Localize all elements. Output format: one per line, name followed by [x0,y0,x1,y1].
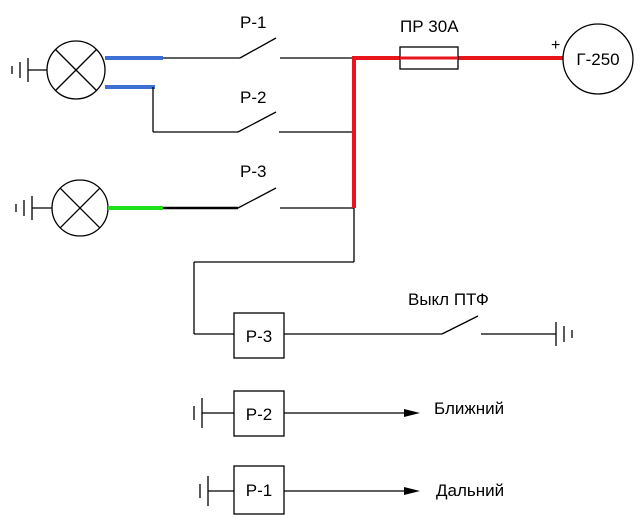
generator-label: Г-250 [576,50,619,69]
ground-icon [11,58,47,82]
coil-feed-wire [193,208,355,335]
relay-2-switch: Р-2 [152,87,354,133]
power-bus [352,56,563,208]
relay-coil-2: Р-2 [233,390,285,437]
ground-icon [15,196,52,220]
lamp-2 [51,179,109,237]
relay-1-switch: Р-1 [163,13,354,59]
arrow-right-icon [404,487,420,495]
lamp-1 [46,40,106,100]
relay-coil-1: Р-1 [233,465,285,515]
arrow-right-icon [404,409,420,417]
generator-plus: + [551,37,560,54]
relay-coil-3: Р-3 [233,312,285,359]
relay-1-label: Р-1 [240,13,266,32]
low-beam-label: Ближний [434,399,504,418]
ground-icon [199,476,234,506]
relay-coil-3-label: Р-3 [246,327,272,346]
relay-coil-1-label: Р-1 [246,481,272,500]
ptf-switch: Выкл ПТФ [284,290,556,335]
high-beam-label: Дальний [436,481,504,500]
relay-coil-2-label: Р-2 [246,405,272,424]
relay-3-switch: Р-3 [163,162,354,210]
relay-2-label: Р-2 [240,88,266,107]
low-beam-output: Ближний [284,399,504,418]
ptf-switch-label: Выкл ПТФ [408,290,489,309]
relay-3-label: Р-3 [240,162,266,181]
fuse: ПР 30А [399,17,459,70]
ground-icon [193,398,234,428]
ground-icon [555,322,573,346]
high-beam-output: Дальний [284,481,504,500]
generator: Г-250 + [551,23,634,95]
fuse-label: ПР 30А [400,17,459,36]
